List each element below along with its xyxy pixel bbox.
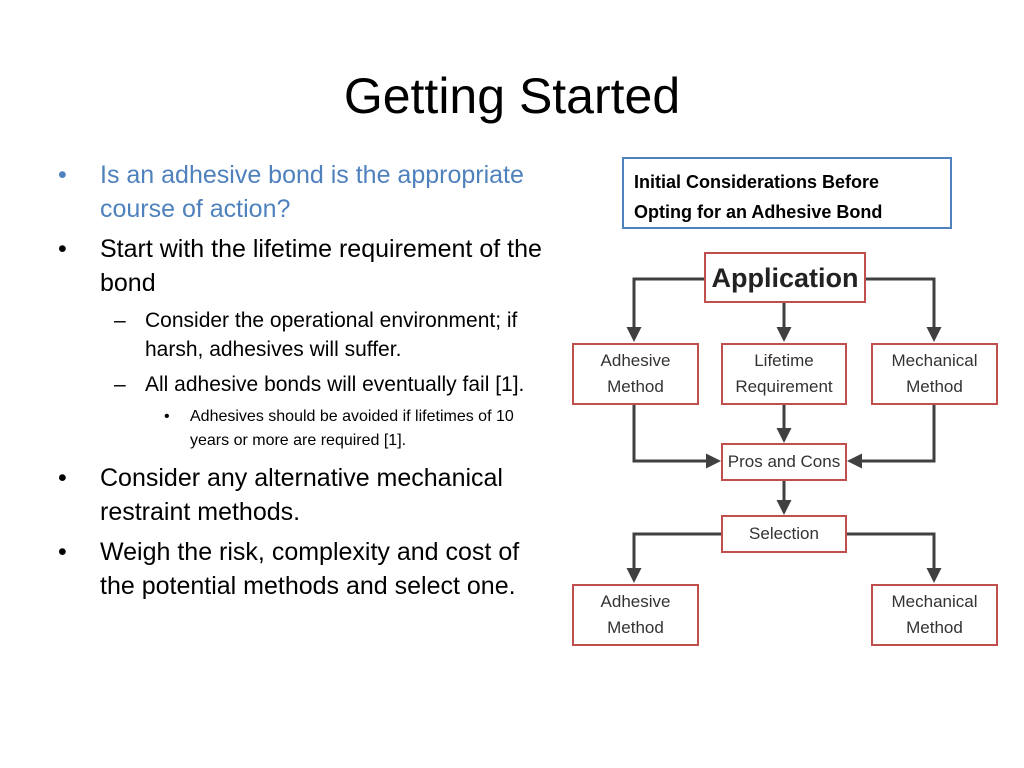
sub-sub-bullet-item: • Adhesives should be avoided if lifetim…: [58, 405, 548, 453]
node-pros-and-cons: Pros and Cons: [721, 443, 847, 481]
sub-sub-bullet-marker: •: [164, 408, 170, 425]
sub-bullet-text: Consider the operational environment; if…: [145, 309, 518, 361]
flowchart-heading-line: Opting for an Adhesive Bond: [634, 202, 883, 222]
sub-bullet-item: – Consider the operational environment; …: [58, 306, 548, 364]
sub-bullet-marker: –: [114, 373, 126, 396]
bullet-marker: •: [58, 464, 67, 492]
node-selection: Selection: [721, 515, 847, 553]
arrow-selection-to-mechanical: [847, 532, 942, 583]
bullet-marker: •: [58, 538, 67, 566]
bullet-list: • Is an adhesive bond is the appropriate…: [58, 158, 548, 609]
sub-sub-bullet-text: Adhesives should be avoided if lifetimes…: [190, 408, 514, 449]
slide-title: Getting Started: [343, 68, 681, 124]
flowchart-heading-line: Initial Considerations Before: [634, 172, 880, 192]
bullet-item: • Is an adhesive bond is the appropriate…: [58, 158, 548, 226]
sub-bullet-item: – All adhesive bonds will eventually fai…: [58, 370, 548, 399]
bullet-text: Start with the lifetime requirement of t…: [100, 235, 542, 297]
sub-bullet-marker: –: [114, 309, 126, 332]
sub-bullet-text: All adhesive bonds will eventually fail …: [145, 373, 525, 396]
arrow-application-to-mechanical: [866, 277, 942, 342]
arrow-selection-to-adhesive: [626, 532, 721, 583]
arrow-application-to-adhesive: [626, 277, 704, 342]
bullet-text: Weigh the risk, complexity and cost of t…: [100, 538, 520, 600]
flowchart-heading-box: Initial Considerations Before Opting for…: [622, 157, 952, 229]
bullet-item: • Consider any alternative mechanical re…: [58, 461, 548, 529]
arrow-mechanical-to-pros: [847, 405, 936, 469]
bullet-text: Consider any alternative mechanical rest…: [100, 464, 503, 526]
bullet-marker: •: [58, 161, 67, 189]
bullet-marker: •: [58, 235, 67, 263]
node-application: Application: [704, 252, 866, 303]
arrow-adhesive-to-pros: [632, 405, 721, 469]
bullet-text: Is an adhesive bond is the appropriate c…: [100, 161, 524, 223]
bullet-item: • Start with the lifetime requirement of…: [58, 232, 548, 300]
bullet-item: • Weigh the risk, complexity and cost of…: [58, 535, 548, 603]
